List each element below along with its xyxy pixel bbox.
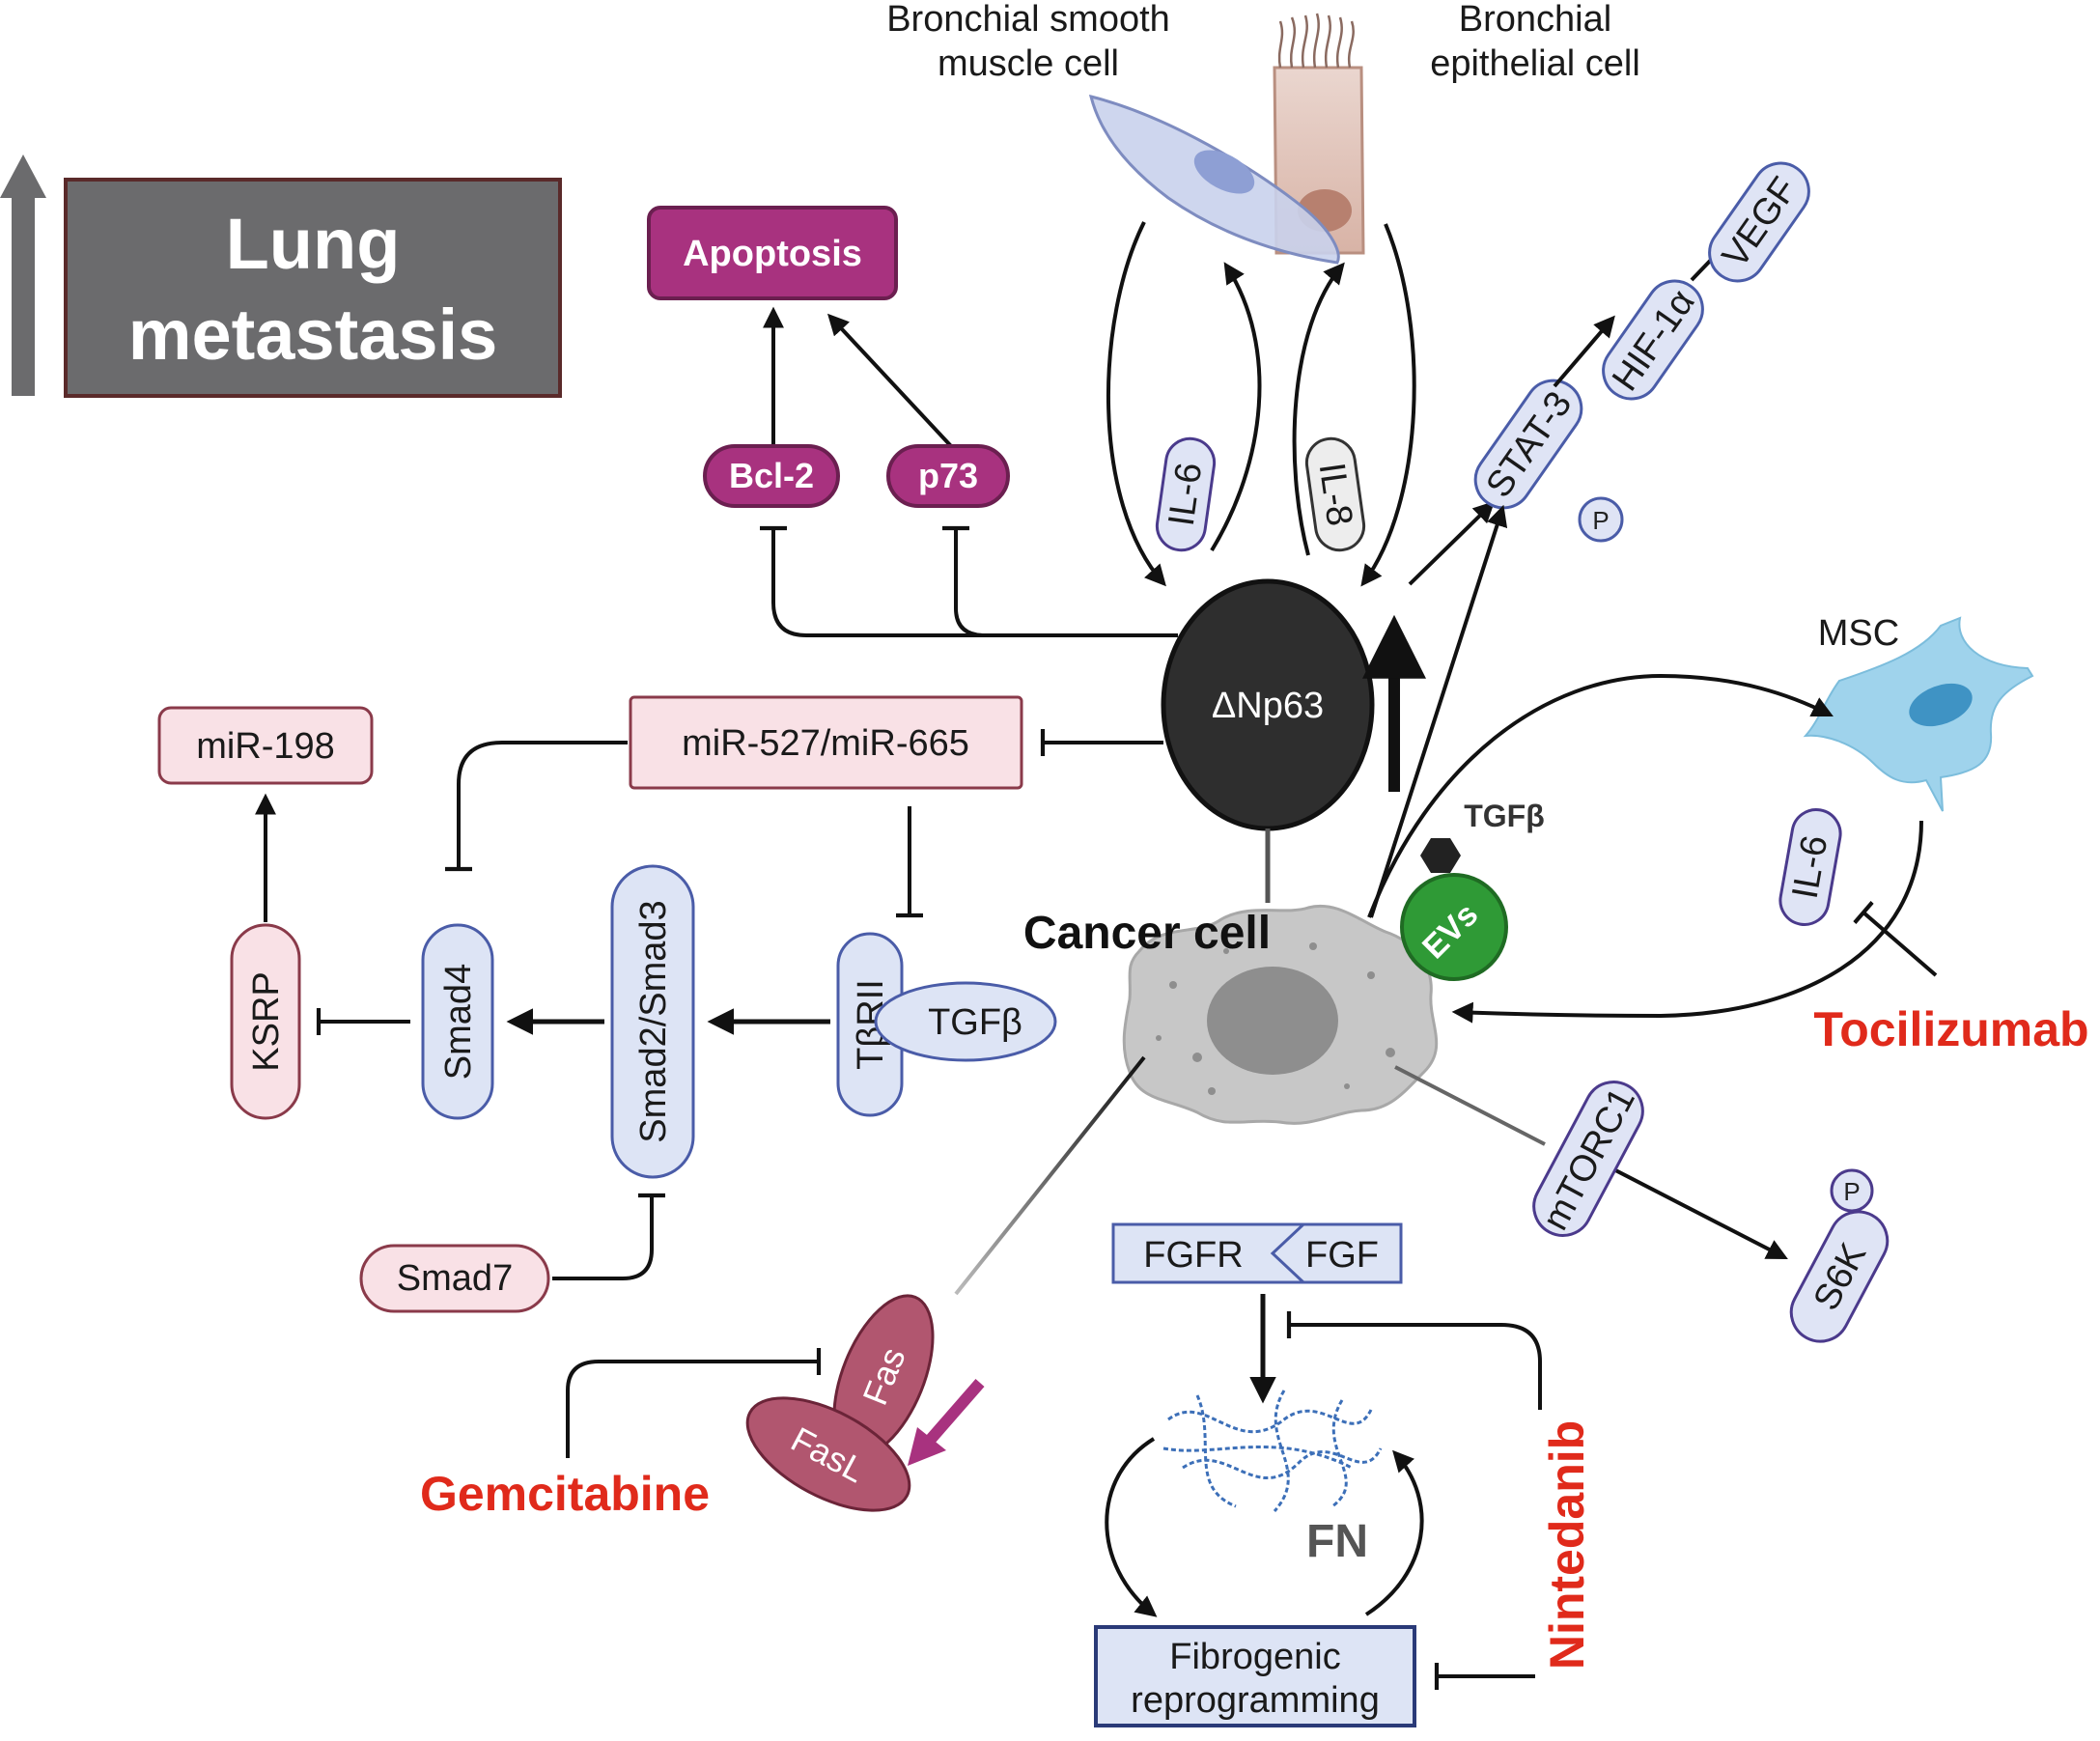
fgfr-label: FGFR [1143,1235,1243,1276]
epithelial-label-1: Bronchial [1459,0,1611,40]
epithelial-label-2: epithelial cell [1430,43,1640,84]
headline-line2: metastasis [128,295,498,375]
s6k-node: S6K [1789,1210,1890,1343]
mtorc1-node: mTORC1 [1532,1081,1644,1237]
fibrogenic-node [1094,1625,1416,1727]
lung-metastasis-headline: Lung metastasis [0,154,562,398]
mtor-section: mTORC1 S6K P [1394,1065,1890,1343]
fibrogenic-label-2: reprogramming [1131,1680,1380,1721]
il8-node: IL-8 [1304,436,1366,552]
smad23-label: Smad2/Smad3 [633,900,674,1142]
il8-label: IL-8 [1311,461,1360,529]
fgf-section: FGFR FGF FN Fibrogenic reprogramming Nin… [1094,1112,1594,1727]
cell-signaling-arrows [1106,221,1496,587]
tgfb-hexagon-icon [1420,838,1461,873]
fas-section: Fas FasL Gemcitabine [420,1055,1146,1521]
fibronectin-fibers-icon [1162,1390,1383,1512]
stat3-node: STAT-3 [1473,379,1583,510]
tgfb-ev-label: TGFβ [1464,799,1545,833]
nintedanib-inhibits-fgf [1286,1311,1542,1410]
apoptosis-label: Apoptosis [683,234,862,274]
smad7-node [359,1244,550,1313]
headline-box [64,178,562,398]
smooth-muscle-label-1: Bronchial smooth [886,0,1170,40]
nintedanib-label: Nintedanib [1540,1420,1594,1670]
fas-node: Fas [832,1294,935,1458]
cancer-cell-label: Cancer cell [1023,908,1271,959]
stat3-phospho: P [1578,496,1624,543]
fibrogenic-to-fn-arrow [1364,1449,1424,1616]
gemcitabine-inhibits-fas [566,1348,822,1458]
smad4-label: Smad4 [438,964,479,1080]
smad7-label: Smad7 [397,1258,513,1299]
fgfr-fgf-box [1111,1222,1403,1284]
stat3-phospho-label: P [1592,506,1609,535]
msc-label: MSC [1818,613,1899,654]
fibrogenic-label-1: Fibrogenic [1169,1637,1340,1677]
cancer-to-mtorc1-link [1394,1065,1546,1146]
p73-node [886,444,1010,508]
fn-to-fibrogenic-arrow [1105,1437,1158,1617]
apoptosis-node [647,206,898,300]
smad7-inhibits-smad23 [552,1193,665,1280]
bcl2-label: Bcl-2 [729,456,814,495]
vegf-node: VEGF [1708,161,1810,283]
fgfr-fgf-divider [1270,1222,1305,1284]
tgfb-ligand-label: TGFβ [928,1002,1022,1043]
dnp63-inhibits-p73 [942,525,986,637]
p73-to-apoptosis-arrow [826,313,953,448]
ksrp-label: KSRP [246,971,287,1071]
mir527-node [629,695,1023,790]
smooth-muscle-cell-icon [1088,94,1340,265]
evs-vesicle: EVs [1400,873,1508,981]
cancer-to-msc-arrow [1367,673,1834,918]
tocilizumab-label: Tocilizumab [1813,1002,2088,1056]
dnp63-inhibits-bcl2 [760,525,1178,637]
s6k-phospho-label: P [1843,1177,1860,1206]
il6-top-node: IL-6 [1155,436,1217,552]
mir-smad-cascade: miR-527/miR-665 miR-198 KSRP Smad4 Smad2… [157,695,1163,1313]
stat3-to-hif-arrow [1553,315,1615,388]
msc-section: MSC IL-6 Tocilizumab EVs TGFβ [1367,613,2089,1056]
mir527-inhibits-smad4 [445,741,628,872]
cancer-to-stat3-arrow [1369,504,1508,918]
fgf-label: FGF [1305,1235,1379,1276]
hif1a-node: HIF-1α [1602,279,1704,401]
tgfb-ligand-node [874,981,1057,1062]
fn-label: FN [1306,1516,1368,1567]
up-arrow-icon [0,154,46,396]
bronchial-cells: Bronchial smooth muscle cell Bronchial e… [886,0,1640,265]
fasl-node: FasL [745,1396,911,1512]
mir198-label: miR-198 [196,726,335,767]
msc-to-cancer-arrow [1451,820,1923,1024]
dnp63-label: ΔNp63 [1212,686,1324,726]
smad4-node [421,923,494,1120]
mir527-label: miR-527/miR-665 [682,723,969,764]
cancer-cell: Cancer cell [1023,904,1439,1125]
cancer-to-fas-link [954,1055,1146,1296]
mir198-node [157,706,374,785]
tocilizumab-inhibits-il6 [1853,901,1938,977]
il6-top-label: IL-6 [1162,461,1211,529]
dnp63-node: ΔNp63 [1161,578,1375,831]
headline-line1: Lung [226,204,401,284]
ksrp-node [230,923,301,1120]
fas-decrease-arrowhead [908,1427,946,1466]
apoptosis-branch: Apoptosis Bcl-2 p73 [647,206,1178,637]
il6-msc-node: IL-6 [1778,808,1842,926]
fas-decrease-arrow-icon [922,1379,985,1447]
p73-label: p73 [918,456,978,495]
smooth-muscle-label-2: muscle cell [938,43,1119,84]
gemcitabine-label: Gemcitabine [420,1467,710,1521]
bcl2-node [703,444,840,508]
smad23-node [610,864,695,1179]
s6k-phospho: P [1830,1168,1874,1213]
mtorc1-to-s6k-arrow [1592,1157,1788,1260]
